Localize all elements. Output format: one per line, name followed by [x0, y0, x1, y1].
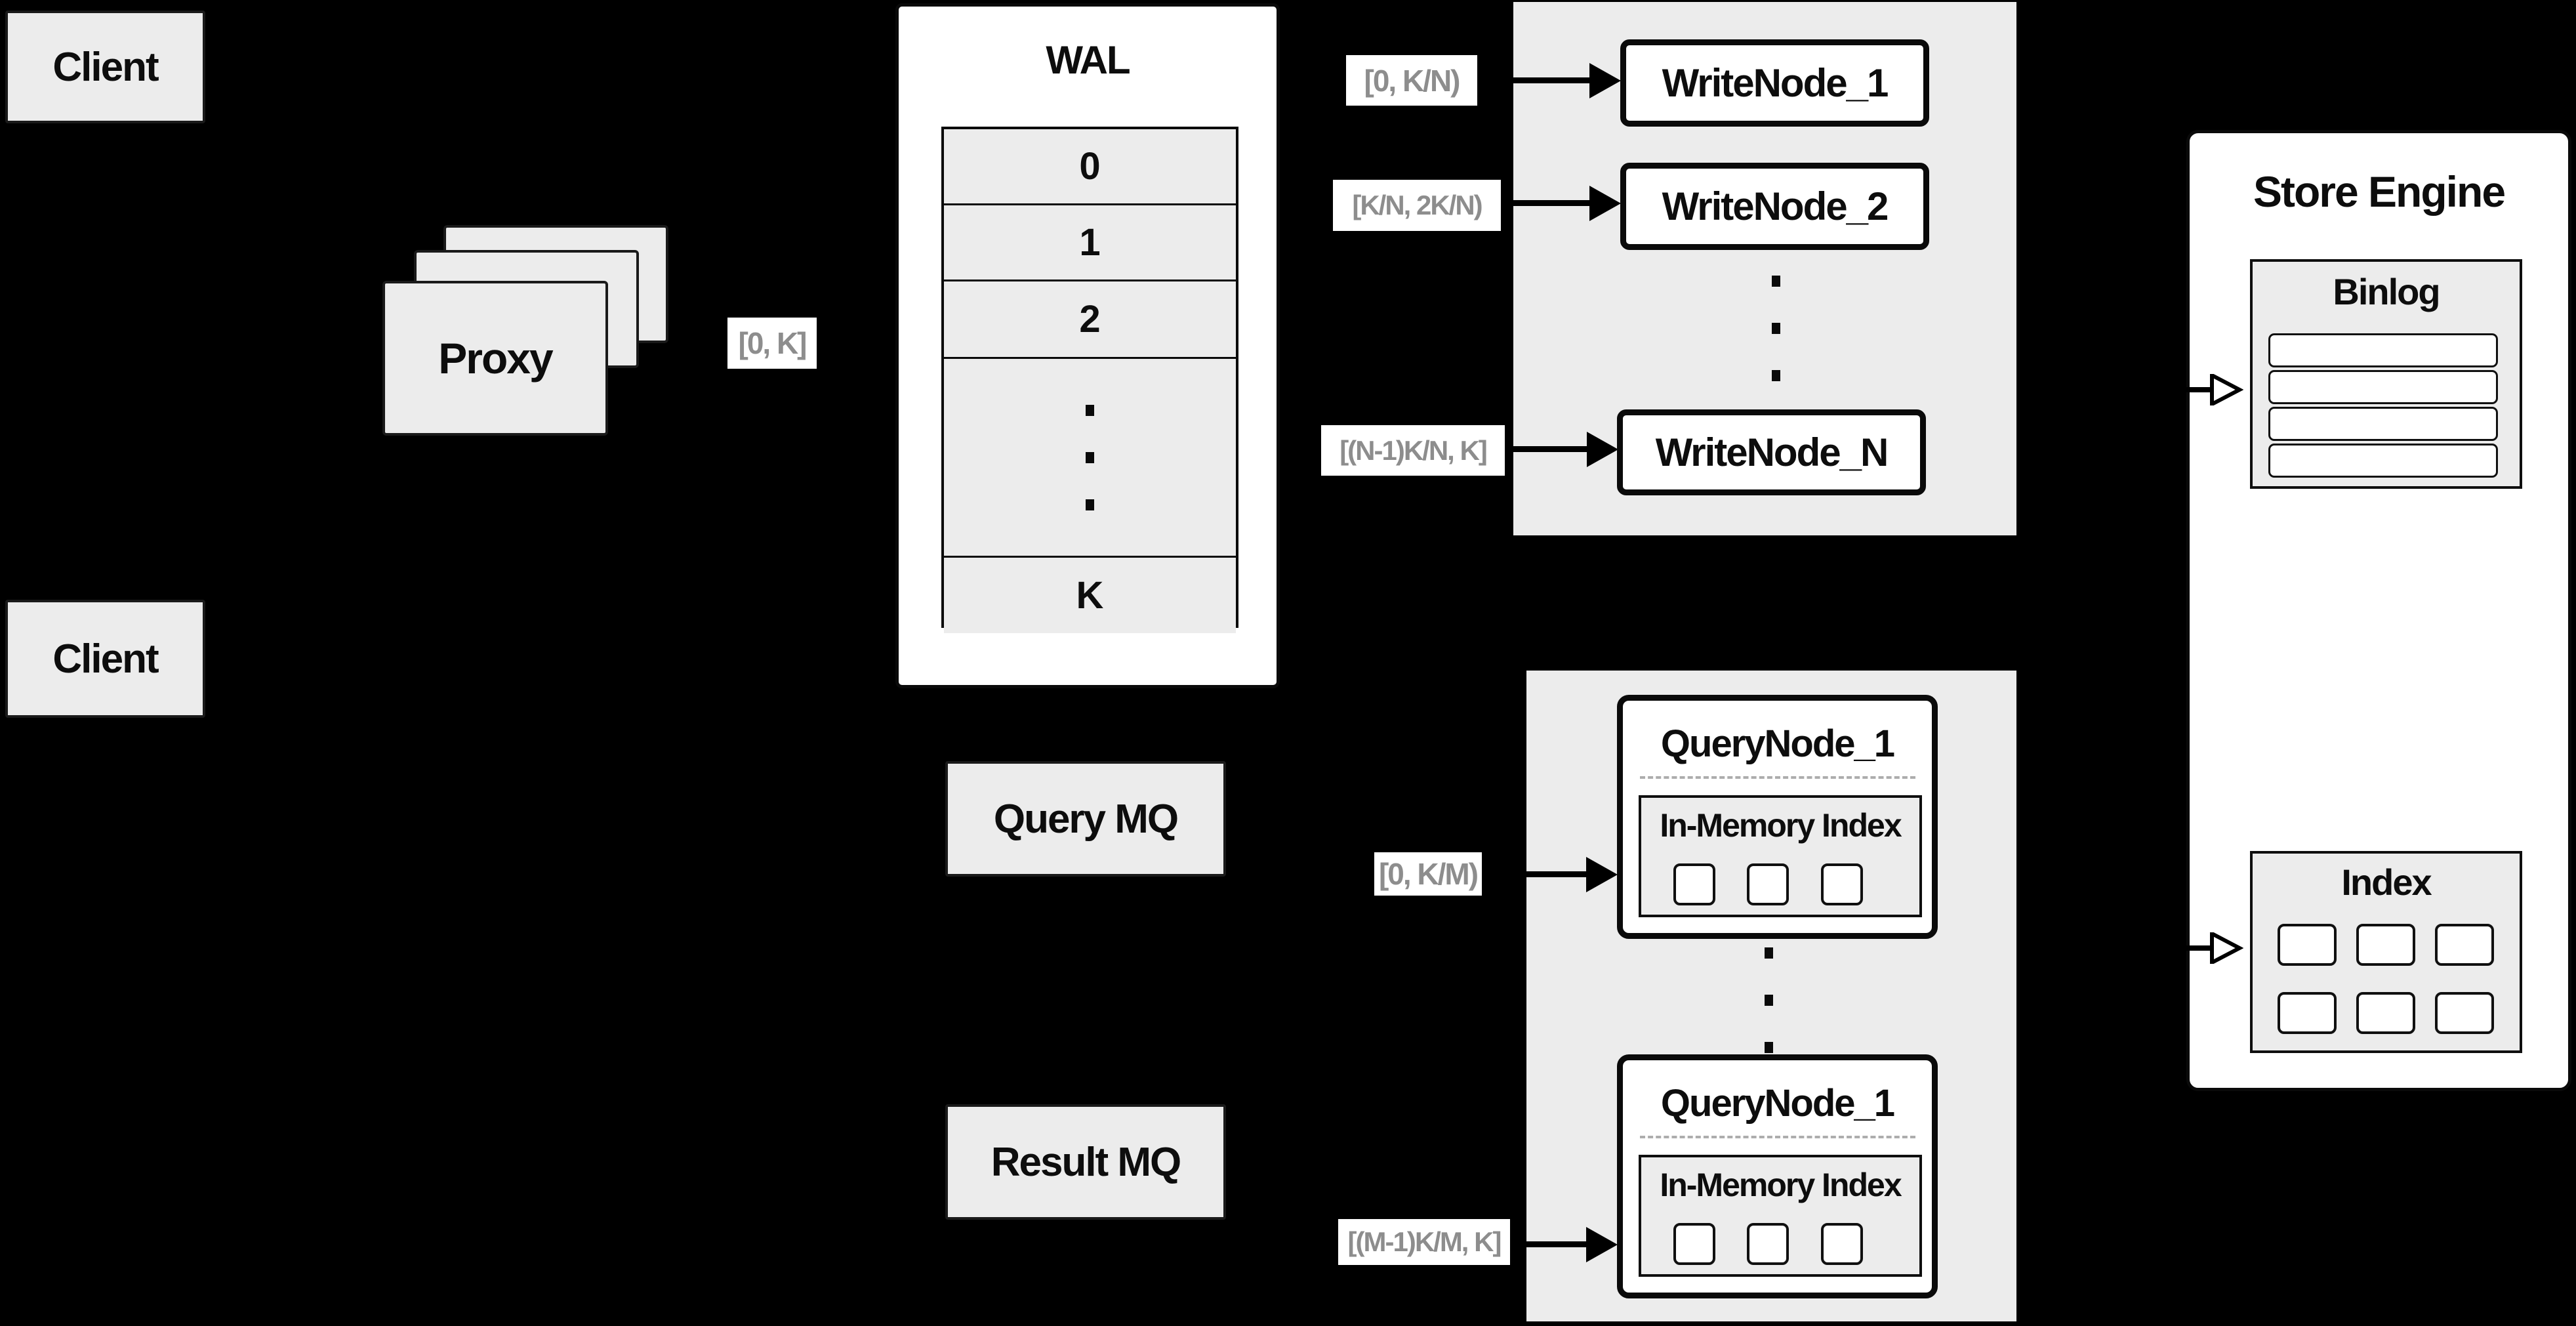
inmemory-cell: [1673, 863, 1715, 905]
hollow-arrowhead-index: [2210, 932, 2243, 964]
client-bottom-label: Client: [52, 636, 159, 682]
index-cell: [2356, 924, 2415, 966]
arrowhead-writenode-2: [1589, 186, 1621, 221]
querynode-1-inmemory-title: In-Memory Index: [1660, 807, 1902, 844]
index-cell: [2356, 992, 2415, 1034]
arrow-line-index: [2165, 945, 2211, 951]
arrow-line-writenode-n: [1507, 446, 1589, 452]
writenode-2-box: WriteNode_2: [1620, 163, 1929, 250]
client-box-bottom: Client: [5, 600, 205, 718]
wal-row-ellipsis: [944, 359, 1236, 558]
arrow-line-querynode-2: [1511, 1241, 1587, 1247]
index-cell: [2278, 924, 2337, 966]
arrow-line-binlog: [2165, 387, 2211, 392]
index-cell: [2278, 992, 2337, 1034]
arrowhead-writenode-n: [1587, 432, 1618, 467]
querynode-2-title: QueryNode_1: [1660, 1081, 1895, 1125]
inmemory-cell: [1821, 863, 1863, 905]
binlog-row: [2268, 444, 2498, 478]
querynode-2-divider: [1640, 1136, 1915, 1138]
arrowhead-querynode-1: [1586, 857, 1618, 892]
query-mq-box: Query MQ: [945, 761, 1226, 877]
binlog-title: Binlog: [2333, 270, 2440, 312]
range-label-querynode-2: [(M-1)K/M, K]: [1338, 1219, 1510, 1265]
wal-row-k: K: [944, 558, 1236, 633]
querynode-1-divider: [1640, 776, 1915, 779]
binlog-row: [2268, 407, 2498, 441]
range-label-querynode-1: [0, K/M): [1374, 852, 1482, 896]
arrow-line-writenode-2: [1503, 200, 1591, 206]
range-label-writenode-n: [(N-1)K/N, K]: [1321, 425, 1505, 476]
arrow-line-writenode-1: [1479, 77, 1592, 83]
binlog-row: [2268, 333, 2498, 367]
inmemory-cell: [1821, 1223, 1863, 1265]
range-label-writenode-1: [0, K/N): [1346, 55, 1477, 106]
wal-row-0: 0: [944, 129, 1236, 205]
wal-row-1: 1: [944, 205, 1236, 281]
index-cell: [2435, 924, 2494, 966]
querynode-1-title: QueryNode_1: [1660, 722, 1895, 765]
inmemory-cell: [1747, 1223, 1789, 1265]
proxy-box: Proxy: [382, 281, 608, 436]
wal-title: WAL: [1046, 37, 1130, 82]
arrow-line-querynode-1: [1484, 871, 1587, 877]
wal-ellipsis-dots: [1086, 404, 1094, 510]
inmemory-cell: [1747, 863, 1789, 905]
querynodes-ellipsis-dots: [1765, 947, 1773, 1053]
inmemory-cell: [1673, 1223, 1715, 1265]
client-box-top: Client: [5, 10, 205, 123]
arrowhead-querynode-2: [1586, 1227, 1618, 1262]
index-title: Index: [2341, 861, 2432, 903]
hollow-arrowhead-binlog: [2210, 374, 2243, 405]
store-engine-title: Store Engine: [2253, 167, 2506, 216]
wal-table: 0 1 2 K: [941, 127, 1238, 633]
result-mq-box: Result MQ: [945, 1104, 1226, 1220]
querynode-2-inmemory-title: In-Memory Index: [1660, 1167, 1902, 1203]
wal-row-2: 2: [944, 281, 1236, 359]
writenode-n-box: WriteNode_N: [1617, 409, 1926, 495]
client-top-label: Client: [52, 44, 159, 90]
binlog-row: [2268, 370, 2498, 404]
range-label-proxy-wal: [0, K]: [727, 318, 817, 369]
writenode-1-box: WriteNode_1: [1620, 39, 1929, 127]
index-cell: [2435, 992, 2494, 1034]
proxy-label: Proxy: [438, 334, 553, 383]
writenodes-ellipsis-dots: [1772, 276, 1780, 381]
arrowhead-writenode-1: [1589, 63, 1621, 98]
range-label-writenode-2: [K/N, 2K/N): [1333, 180, 1501, 231]
